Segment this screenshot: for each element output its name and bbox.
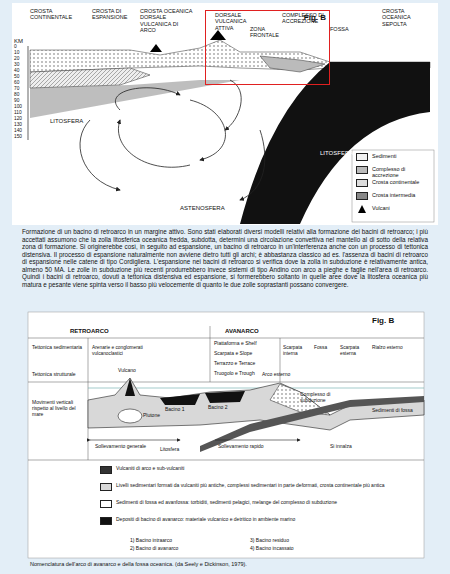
label: 2) Bacino di avanarco xyxy=(130,546,210,552)
label: Movimenti verticali rispetto al livello … xyxy=(32,400,84,417)
label: CROSTA OCEANICA SEPOLTA xyxy=(382,8,430,27)
frame-label: Fig. B xyxy=(304,13,326,22)
label: LITOSFERA xyxy=(50,118,100,125)
legend-swatch xyxy=(100,466,112,474)
label: CROSTA CONTINENTALE xyxy=(30,8,78,21)
legend-text: Vulcaniti di arco e sub-vulcaniti xyxy=(116,466,426,472)
label: Fig. B xyxy=(372,316,412,325)
label: Vulcano xyxy=(118,368,148,374)
label: 20 xyxy=(14,56,28,62)
label: 3) Bacino residuo xyxy=(250,538,330,544)
legend-text: Crosta continentale xyxy=(372,179,432,185)
legend-text: Sedimenti xyxy=(372,153,432,159)
figure-frame: Fig. B xyxy=(205,10,330,85)
label: 110 xyxy=(14,110,28,116)
label: 90 xyxy=(14,98,28,104)
label: 120 xyxy=(14,116,28,122)
label: Sedimenti di fossa xyxy=(372,408,420,414)
legend-text: Complesso di accrezione xyxy=(372,166,432,179)
legend-swatch xyxy=(356,166,368,174)
legend-text: Crosta intermedia xyxy=(372,192,432,198)
label: Fossa xyxy=(314,345,336,351)
label: Rialzo esterno xyxy=(372,345,404,351)
legend-text: Vulcani xyxy=(372,205,432,211)
label: Scarpata interna xyxy=(283,345,311,356)
label: FOSSA xyxy=(330,26,355,32)
legend-swatch xyxy=(356,179,368,187)
label: CROSTA OCEANICA DORSALE VULCANICA DI ARC… xyxy=(140,8,195,33)
legend-swatch xyxy=(100,483,112,491)
label: CROSTA DI ESPANSIONE xyxy=(92,8,134,21)
label: RETROARCO xyxy=(70,328,130,335)
label: Terrazzo e Terrace xyxy=(214,361,276,367)
label: 30 xyxy=(14,62,28,68)
label: Piattaforma e Shelf xyxy=(214,341,276,347)
label: 100 xyxy=(14,104,28,110)
legend-swatch xyxy=(356,192,368,200)
label: Si innalza xyxy=(330,444,380,450)
label: KM xyxy=(14,38,34,45)
volcano-symbol xyxy=(358,205,366,213)
label: 140 xyxy=(14,128,28,134)
label: 50 xyxy=(14,74,28,80)
label: 0 xyxy=(14,44,28,50)
label: Bacino 1 xyxy=(165,407,195,413)
label: 10 xyxy=(14,50,28,56)
legend-text: Sedimenti di fossa ed avanfossa: torbidi… xyxy=(116,500,426,506)
label: 80 xyxy=(14,92,28,98)
label: Tettonica strutturale xyxy=(32,372,84,378)
caption: Nomenclatura dell'arco di avanarco e del… xyxy=(30,561,430,567)
label: 4) Bacino incassato xyxy=(250,546,330,552)
label: Scarpata esterna xyxy=(340,345,368,356)
panel xyxy=(12,3,438,225)
legend-swatch xyxy=(356,153,368,161)
label: Complesso di subduzione xyxy=(300,392,345,404)
legend-text: Depositi di bacino di avanarco: material… xyxy=(116,517,426,523)
label: Litosfera xyxy=(160,447,200,453)
paragraph: Formazione di un bacino di retroarco in … xyxy=(22,228,428,288)
label: 1) Bacino intraarco xyxy=(130,538,210,544)
label: Sollevamento rapido xyxy=(218,444,298,450)
label: Bacino 2 xyxy=(208,405,238,411)
label: Arenarie e conglomerati vulcanoclastici xyxy=(92,345,152,356)
label: Scarpata e Slope xyxy=(214,351,276,357)
label: ZONA FRONTALE xyxy=(250,26,285,39)
legend-swatch xyxy=(100,517,112,525)
label: 130 xyxy=(14,122,28,128)
label: 70 xyxy=(14,86,28,92)
label: Tettonica sedimentaria xyxy=(32,345,84,351)
legend-text: Livelli sedimentari formati da vulcaniti… xyxy=(116,483,426,489)
label: Arco esterno xyxy=(262,372,302,378)
legend-swatch xyxy=(100,500,112,508)
label: 150 xyxy=(14,134,28,140)
label: ASTENOSFERA xyxy=(180,205,240,212)
label: 40 xyxy=(14,68,28,74)
label: AVANARCO xyxy=(225,328,285,335)
label: Sollevamento generale xyxy=(95,444,175,450)
label: Plutone xyxy=(143,413,173,419)
label: 60 xyxy=(14,80,28,86)
